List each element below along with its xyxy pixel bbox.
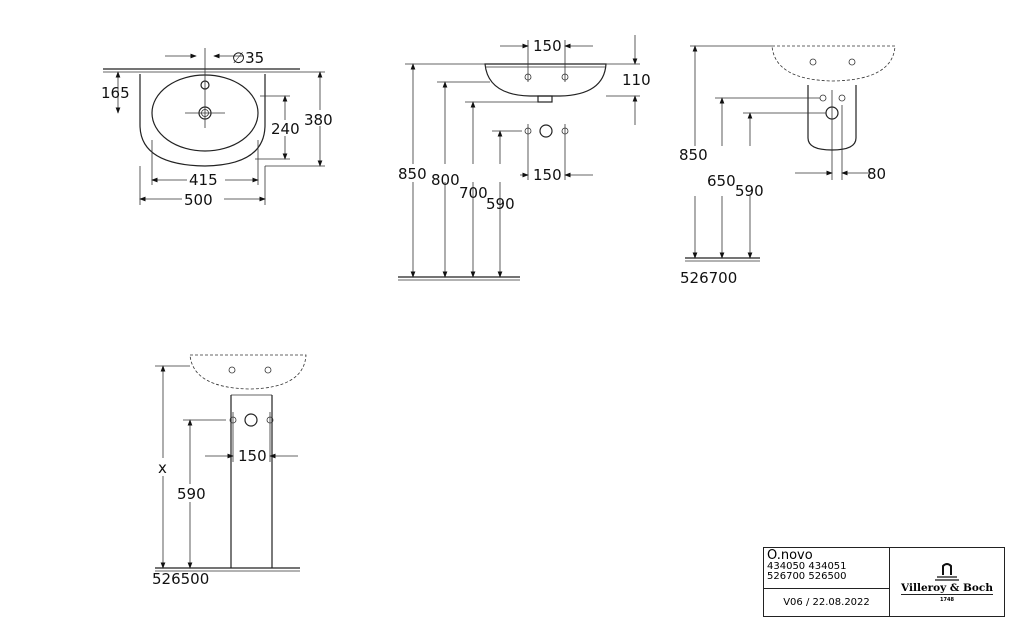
dim-700: 700 [459, 184, 488, 202]
top-view: ∅35 165 240 380 415 500 [101, 48, 337, 209]
product-code-526500: 526500 [152, 570, 209, 588]
dim-110: 110 [622, 71, 651, 89]
dim-80: 80 [867, 165, 886, 183]
product-name: O.novo [767, 548, 813, 563]
dim-590: 590 [735, 182, 764, 200]
product-codes-line2: 526700 526500 [767, 571, 847, 582]
dim-850: 850 [398, 165, 427, 183]
dim-valve-spacing: 150 [238, 447, 267, 465]
semi-pedestal-view: 850 650 590 80 526700 [678, 45, 896, 287]
version-date: V06 / 22.08.2022 [783, 597, 870, 608]
dim-tap-spacing: 150 [533, 37, 562, 55]
product-codes-line1: 434050 434051 [767, 561, 847, 572]
dim-165: 165 [101, 84, 130, 102]
dim-800: 800 [431, 171, 460, 189]
dim-diameter: ∅35 [232, 49, 264, 67]
brand-logo: Villeroy & Boch 1748 [890, 548, 1004, 616]
dim-380: 380 [304, 111, 333, 129]
dim-x: x [158, 459, 167, 477]
pedestal-view: x 590 150 526500 [152, 354, 307, 588]
product-code-526700: 526700 [680, 269, 737, 287]
brand-name: Villeroy & Boch [901, 581, 993, 595]
dim-590: 590 [486, 195, 515, 213]
dim-415: 415 [189, 171, 218, 189]
dim-500: 500 [184, 191, 213, 209]
fountain-logo-icon [935, 562, 959, 581]
title-block: O.novo 434050 434051 526700 526500 V06 /… [763, 547, 1005, 617]
brand-year: 1748 [940, 596, 954, 603]
side-view: 850 800 700 590 150 110 150 [398, 35, 651, 281]
dim-850: 850 [679, 146, 708, 164]
dim-240: 240 [271, 120, 300, 138]
dim-590: 590 [177, 485, 206, 503]
dim-650: 650 [707, 172, 736, 190]
dim-valve-spacing: 150 [533, 166, 562, 184]
